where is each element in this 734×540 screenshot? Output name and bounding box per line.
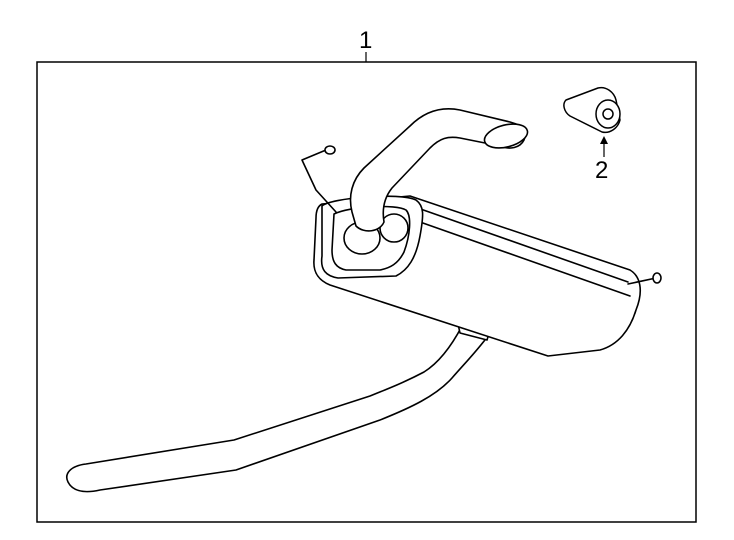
hanger-rod-left-tip <box>324 145 336 155</box>
muffler-seam <box>411 205 629 283</box>
insulator-hole <box>602 108 614 120</box>
tailpipe <box>349 108 527 232</box>
callout-2-arrowhead <box>600 136 608 144</box>
hanger-rod-left <box>301 149 337 213</box>
hanger-rod-right-tip <box>652 272 662 284</box>
muffler-seam-lower <box>419 221 631 297</box>
callout-label-1: 1 <box>359 27 373 54</box>
inlet-pipe <box>66 325 489 493</box>
tailpipe-tip <box>483 123 529 149</box>
hanger-rod-right <box>627 277 657 285</box>
callout-label-2: 2 <box>595 157 609 184</box>
muffler-assembly[interactable] <box>66 108 662 493</box>
hanger-insulator[interactable] <box>563 86 621 134</box>
